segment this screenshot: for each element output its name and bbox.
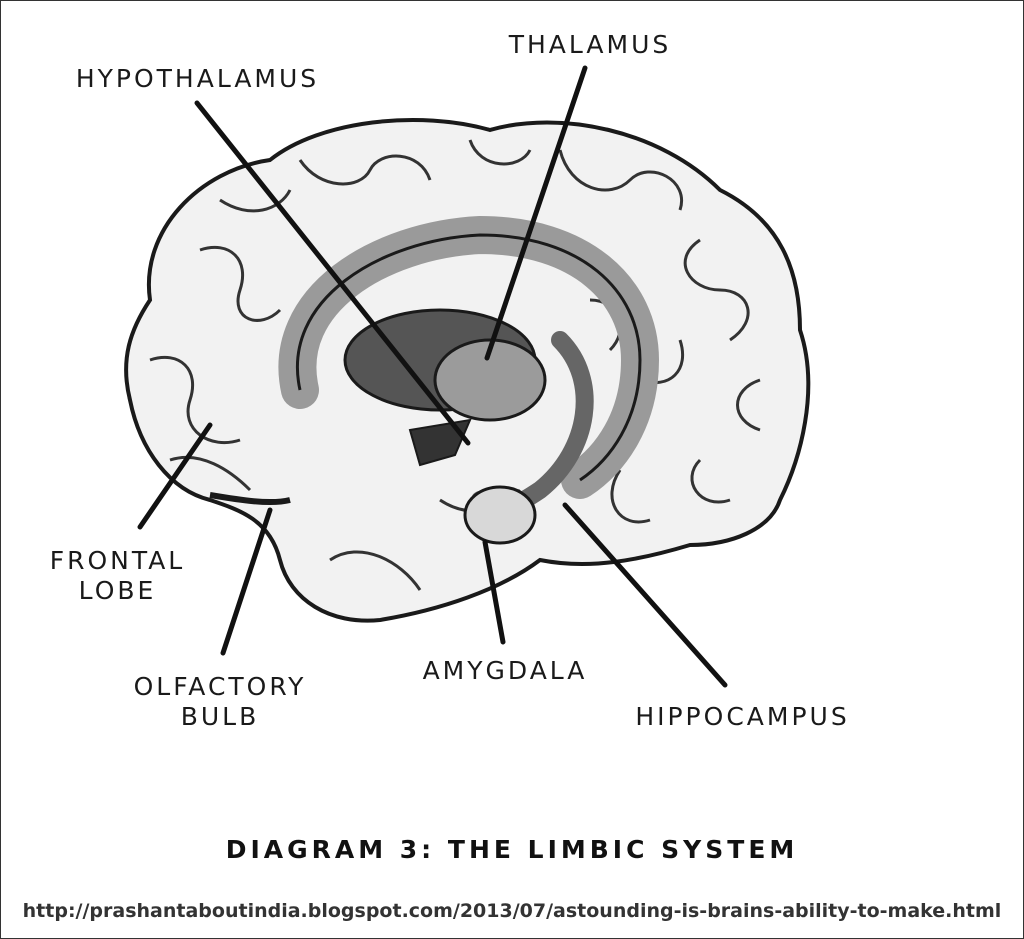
label-frontal-lobe-line1: FRONTAL xyxy=(49,546,186,575)
label-frontal-lobe: FRONTAL LOBE xyxy=(35,546,200,606)
olfactory-bulb-structure xyxy=(209,492,291,506)
label-hypothalamus: HYPOTHALAMUS xyxy=(75,64,320,93)
label-thalamus: THALAMUS xyxy=(508,30,672,59)
hypothalamus-leader xyxy=(194,100,471,446)
label-olfactory-bulb: OLFACTORY BULB xyxy=(115,672,325,732)
label-frontal-lobe-line2: LOBE xyxy=(78,576,157,605)
leader-lines xyxy=(137,65,728,688)
amygdala-structure xyxy=(463,485,537,545)
label-olfactory-bulb-line2: BULB xyxy=(180,702,260,731)
amygdala-leader xyxy=(482,539,506,645)
thalamus-leader xyxy=(484,65,588,361)
label-hippocampus: HIPPOCAMPUS xyxy=(635,702,850,731)
label-amygdala: AMYGDALA xyxy=(422,656,588,685)
diagram-caption: DIAGRAM 3: THE LIMBIC SYSTEM xyxy=(225,835,799,864)
hippocampus-leader xyxy=(562,502,728,688)
source-url: http://prashantaboutindia.blogspot.com/2… xyxy=(22,900,1002,922)
label-olfactory-bulb-line1: OLFACTORY xyxy=(133,672,307,701)
thalamus-body xyxy=(433,338,547,422)
frontal-lobe-leader xyxy=(137,422,213,530)
brain-folds xyxy=(149,139,761,591)
olfactory-bulb-leader xyxy=(220,507,273,656)
